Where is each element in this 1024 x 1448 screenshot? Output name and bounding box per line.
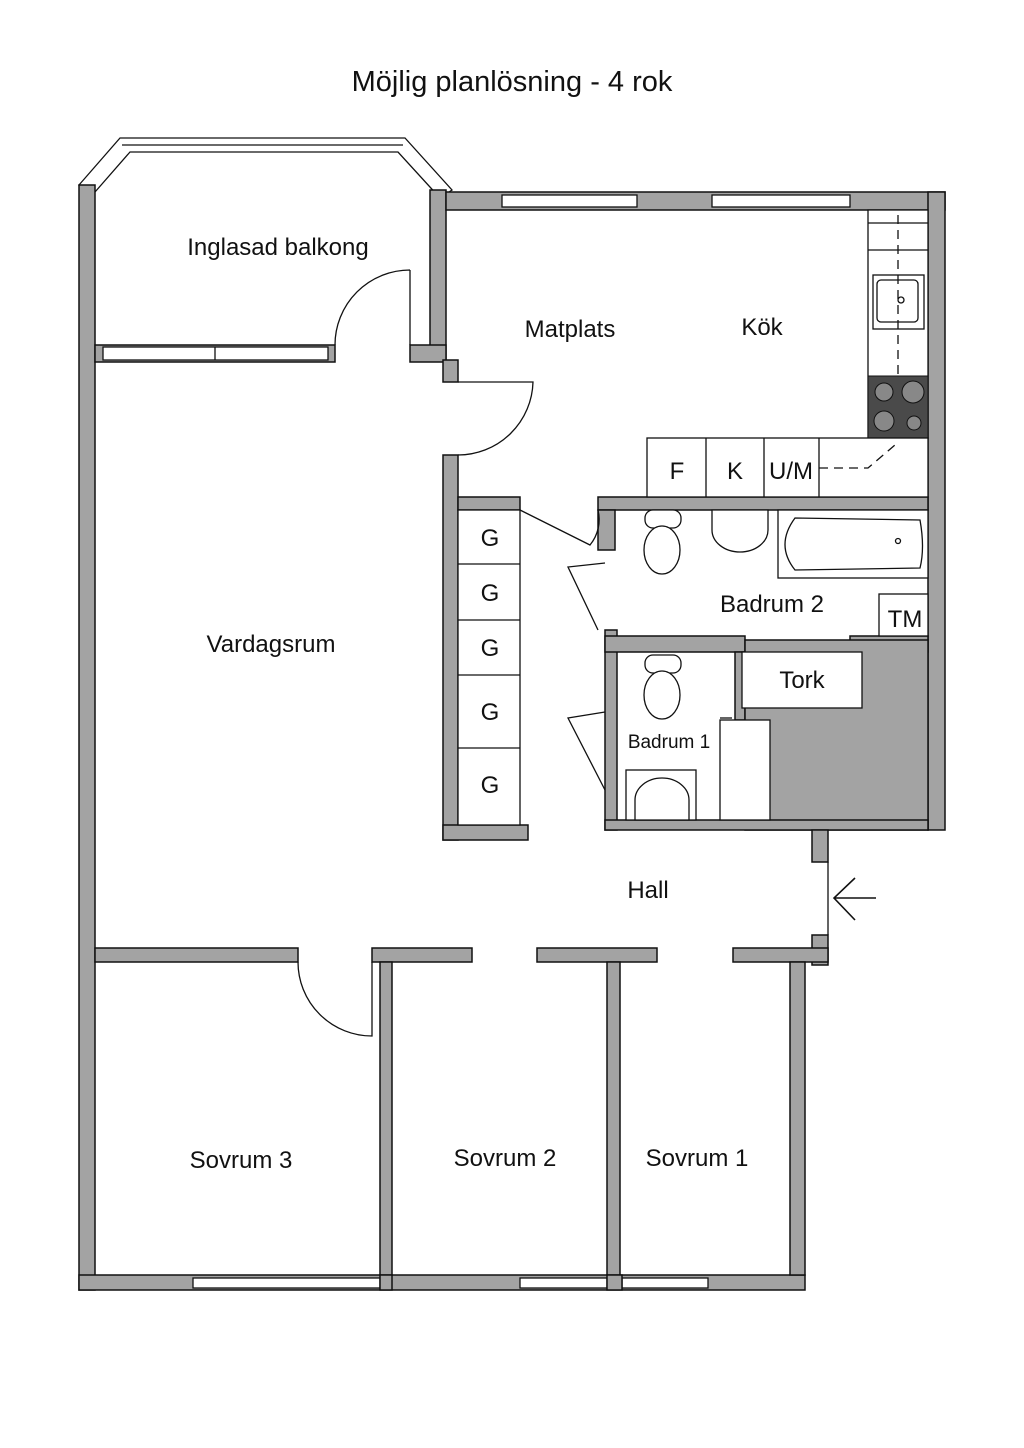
plan-title: Möjlig planlösning - 4 rok [351, 66, 673, 98]
room-label-bath1: Badrum 1 [628, 732, 710, 753]
stove-icon [867, 375, 929, 439]
doors [297, 269, 829, 1037]
wardrobes: G G G G G [457, 509, 521, 826]
kitchen-counter: F K U/M [646, 209, 929, 498]
fixture-label: G [481, 635, 500, 662]
fixture-label: G [481, 699, 500, 726]
freezer-label: K [727, 458, 743, 485]
bathtub-icon [777, 509, 929, 579]
fixture-label: G [481, 772, 500, 799]
bathroom-fixtures: TM Tork [625, 509, 929, 821]
washbasin-icon [711, 509, 769, 553]
fridge-label: F [670, 458, 685, 485]
washbasin-icon [625, 769, 697, 821]
room-label-bath2: Badrum 2 [720, 591, 824, 618]
entrance-arrow-icon [832, 877, 876, 921]
room-label-dining: Matplats [525, 316, 616, 343]
toilet-icon [643, 509, 682, 575]
balcony-glazing [77, 137, 453, 199]
room-labels: Inglasad balkong Matplats Kök Vardagsrum… [187, 234, 824, 1174]
room-label-balcony: Inglasad balkong [187, 234, 368, 261]
room-label-kitchen: Kök [741, 314, 783, 341]
room-label-bed2: Sovrum 2 [454, 1145, 557, 1172]
room-label-living: Vardagsrum [207, 631, 336, 658]
washer-label: TM [888, 606, 923, 633]
fixture-label: G [481, 525, 500, 552]
windows [102, 194, 851, 1291]
dryer-label: Tork [779, 667, 825, 694]
room-label-bed1: Sovrum 1 [646, 1145, 749, 1172]
toilet-icon [643, 654, 682, 720]
room-label-hall: Hall [627, 877, 668, 904]
fixture-label: G [481, 580, 500, 607]
room-label-bed3: Sovrum 3 [190, 1147, 293, 1174]
microwave-label: U/M [769, 458, 813, 485]
